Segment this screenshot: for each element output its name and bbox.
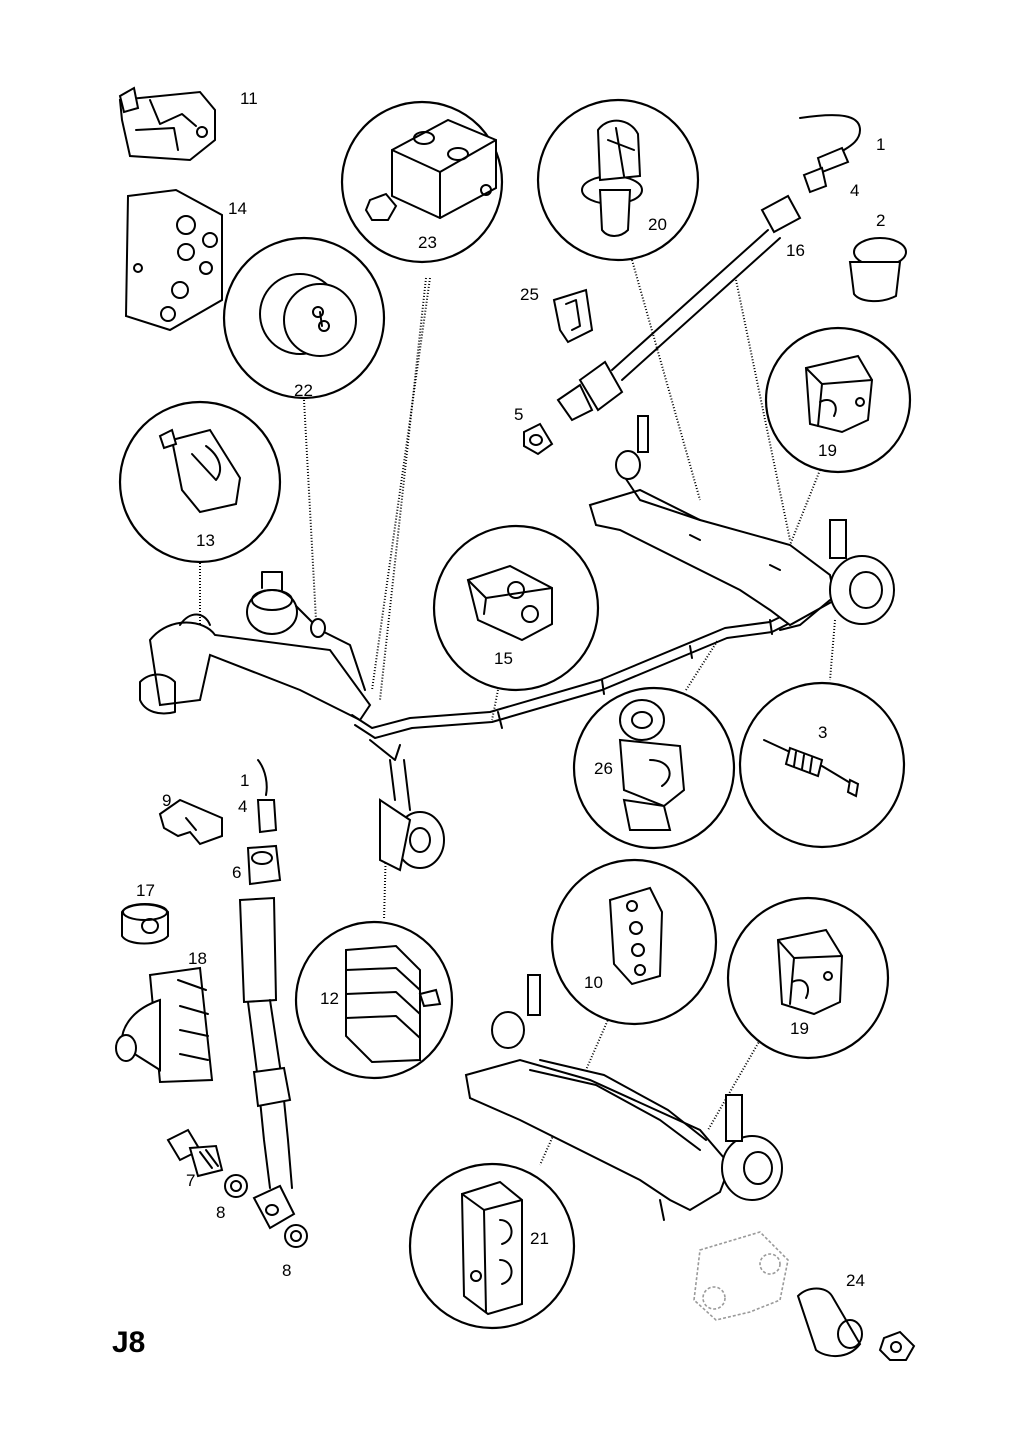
callout-14: 14 xyxy=(228,199,247,218)
callout-22: 22 xyxy=(294,381,313,400)
callout-1: 1 xyxy=(240,771,249,790)
callout-11: 11 xyxy=(240,89,258,108)
callout-2: 2 xyxy=(876,211,885,230)
callout-4: 4 xyxy=(850,181,859,200)
callout-12: 12 xyxy=(320,989,339,1008)
detail-circle-21 xyxy=(408,1162,576,1330)
page-code: J8 xyxy=(112,1326,145,1359)
callout-26: 26 xyxy=(594,759,613,778)
part-18-bracket xyxy=(115,966,214,1084)
detail-circle-19-upper xyxy=(764,326,912,474)
detail-circle-12 xyxy=(294,920,454,1080)
detail-circle-15 xyxy=(432,524,600,692)
callout-10: 10 xyxy=(584,973,603,992)
callout-21: 21 xyxy=(530,1229,549,1248)
detail-circle-10 xyxy=(550,858,718,1026)
callout-4: 4 xyxy=(238,797,247,816)
part-25-spring-clip xyxy=(552,288,594,344)
detail-circle-19-lower xyxy=(726,896,890,1060)
callout-24: 24 xyxy=(846,1271,865,1290)
callout-6: 6 xyxy=(232,863,241,882)
part-9-clip xyxy=(158,798,223,846)
detail-circle-22 xyxy=(222,236,386,400)
callout-13: 13 xyxy=(196,531,215,550)
callout-8: 8 xyxy=(216,1203,225,1222)
callout-18: 18 xyxy=(188,949,207,968)
callout-20: 20 xyxy=(648,215,667,234)
callout-23: 23 xyxy=(418,233,437,252)
callout-19: 19 xyxy=(790,1019,809,1038)
callout-labels: 1 4 2 16 20 23 25 5 19 22 13 15 26 3 11 … xyxy=(136,89,885,1290)
detail-circle-26 xyxy=(572,686,736,850)
callout-16: 16 xyxy=(786,241,805,260)
brake-pipe-assembly xyxy=(139,415,895,872)
callout-19: 19 xyxy=(818,441,837,460)
callout-9: 9 xyxy=(162,791,171,810)
rear-axle-lower xyxy=(464,974,783,1221)
part-24-bolt xyxy=(693,1231,916,1361)
brake-hose-lower xyxy=(166,759,308,1248)
part-17-grommet xyxy=(121,903,169,945)
detail-circle-20 xyxy=(536,98,700,262)
callout-7: 7 xyxy=(186,1171,195,1190)
callout-5: 5 xyxy=(514,405,523,424)
brake-hose-upper xyxy=(523,114,861,456)
callout-1: 1 xyxy=(876,135,885,154)
callout-17: 17 xyxy=(136,881,155,900)
part-2-dust-cap xyxy=(848,237,907,302)
callout-25: 25 xyxy=(520,285,539,304)
callout-8: 8 xyxy=(282,1261,291,1280)
detail-circle-23 xyxy=(340,100,504,264)
callout-3: 3 xyxy=(818,723,827,742)
detail-circle-3 xyxy=(738,681,906,849)
detail-circle-13 xyxy=(118,400,282,564)
part-11-clip xyxy=(118,86,216,162)
callout-15: 15 xyxy=(494,649,513,668)
part-14-bracket xyxy=(124,188,223,332)
